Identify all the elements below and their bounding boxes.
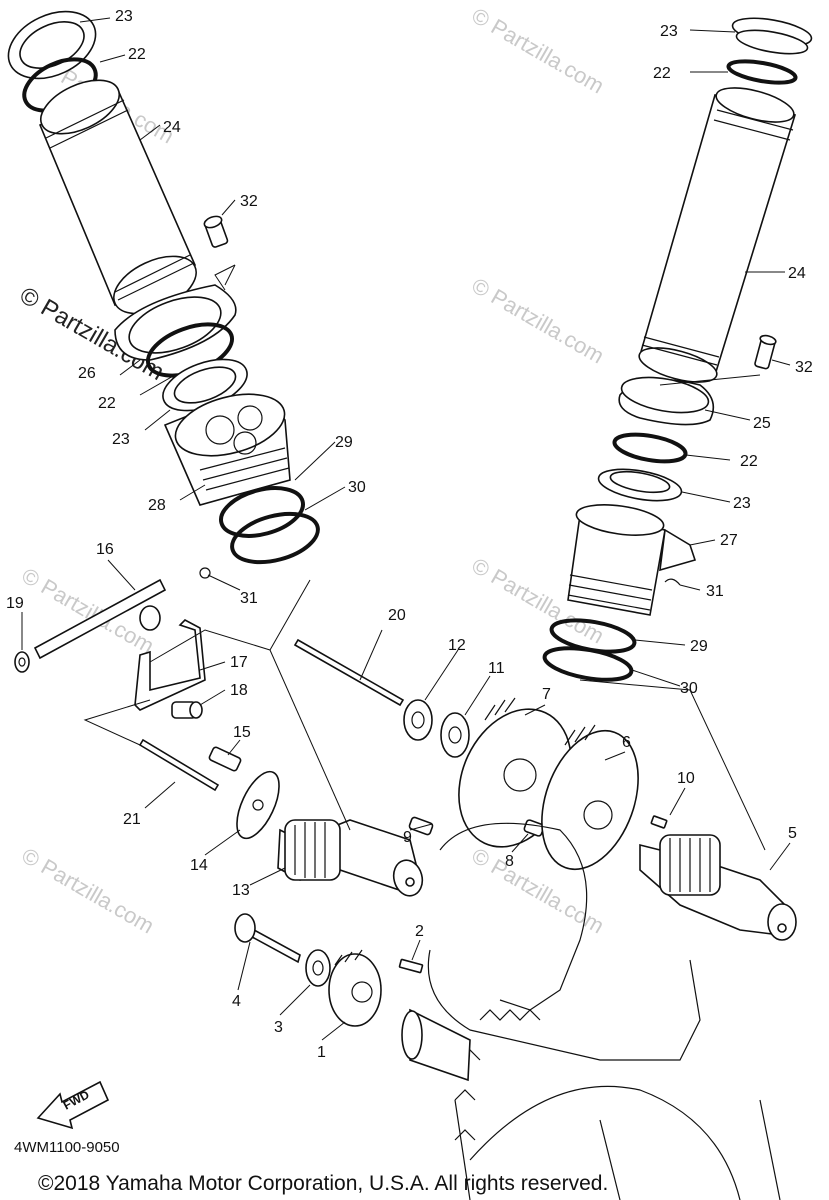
callout-30: 30 — [348, 479, 366, 496]
callout-13: 13 — [232, 882, 250, 899]
watermark: © Partzilla.com — [468, 3, 609, 99]
callout-28: 28 — [148, 497, 166, 514]
callout-2: 2 — [415, 923, 424, 940]
callout-16: 16 — [96, 541, 114, 558]
callout-9: 9 — [403, 829, 412, 846]
callout-7: 7 — [542, 686, 551, 703]
watermark: © Partzilla.com — [18, 843, 159, 939]
callout-22: 22 — [740, 453, 758, 470]
callout-12: 12 — [448, 637, 466, 654]
callout-31: 31 — [240, 590, 258, 607]
callout-10: 10 — [677, 770, 695, 787]
leader-lines — [21, 17, 791, 1041]
callout-labels: 23 22 24 32 26 22 23 28 29 30 31 23 22 2… — [6, 8, 813, 1061]
sprocket-group — [403, 697, 639, 871]
callout-18: 18 — [230, 682, 248, 699]
shift-fork-group — [14, 578, 405, 840]
callout-17: 17 — [230, 654, 248, 671]
callout-19: 19 — [6, 595, 24, 612]
callout-23: 23 — [660, 23, 678, 40]
watermark: © Partzilla.com — [468, 273, 609, 369]
callout-8: 8 — [505, 853, 514, 870]
right-tube-assembly — [542, 17, 813, 682]
diagram-code: 4WM1100-9050 — [14, 1139, 120, 1156]
callout-4: 4 — [232, 993, 241, 1010]
callout-23: 23 — [733, 495, 751, 512]
copyright-notice: ©2018 Yamaha Motor Corporation, U.S.A. A… — [38, 1172, 608, 1195]
callout-22: 22 — [98, 395, 116, 412]
callout-20: 20 — [388, 607, 406, 624]
callout-27: 27 — [720, 532, 738, 549]
callout-26: 26 — [78, 365, 96, 382]
callout-11: 11 — [488, 660, 505, 677]
callout-24: 24 — [163, 119, 181, 136]
callout-5: 5 — [788, 825, 797, 842]
camshaft-13 — [277, 819, 424, 897]
camshaft-5 — [639, 815, 797, 941]
callout-30: 30 — [680, 680, 698, 697]
callout-29: 29 — [335, 434, 353, 451]
callout-6: 6 — [622, 734, 631, 751]
callout-22: 22 — [128, 46, 146, 63]
fwd-arrow: FWD — [36, 1080, 110, 1130]
callout-31: 31 — [706, 583, 724, 600]
callout-3: 3 — [274, 1019, 283, 1036]
callout-29: 29 — [690, 638, 708, 655]
callout-1: 1 — [317, 1044, 326, 1061]
callout-21: 21 — [123, 811, 141, 828]
left-tube-assembly — [7, 10, 320, 579]
callout-23: 23 — [115, 8, 133, 25]
crank-group — [234, 822, 781, 1200]
watermark: © Partzilla.com — [18, 563, 159, 659]
callout-32: 32 — [240, 193, 258, 210]
callout-24: 24 — [788, 265, 806, 282]
callout-14: 14 — [190, 857, 208, 874]
callout-25: 25 — [753, 415, 771, 432]
callout-32: 32 — [795, 359, 813, 376]
callout-22: 22 — [653, 65, 671, 82]
callout-23: 23 — [112, 431, 130, 448]
callout-15: 15 — [233, 724, 251, 741]
